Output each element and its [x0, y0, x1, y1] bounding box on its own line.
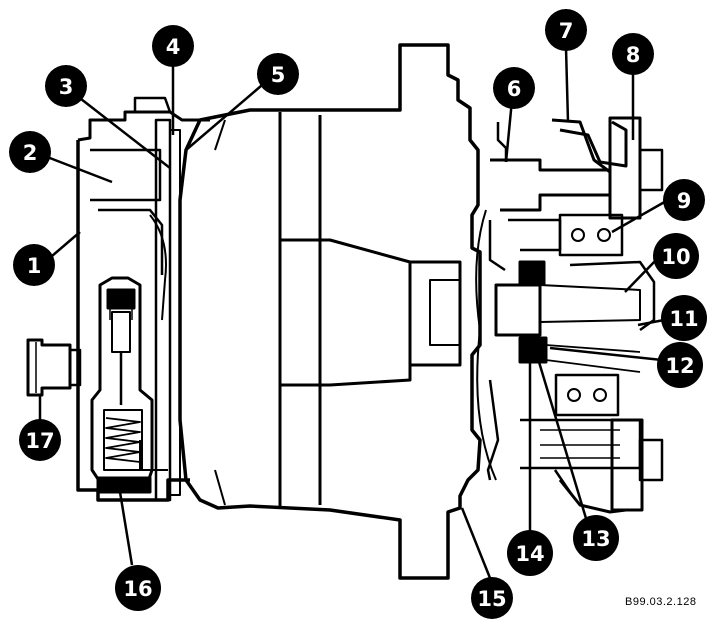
- valve-assembly: [90, 276, 154, 494]
- callout-13: 13: [573, 515, 619, 561]
- callout-1: 1: [13, 244, 55, 286]
- callout-6: 6: [493, 67, 535, 109]
- callout-15: 15: [471, 577, 513, 619]
- callout-4: 4: [152, 25, 194, 67]
- callout-4-label: 4: [166, 35, 181, 59]
- leader-16: [118, 491, 134, 566]
- hub-body: [178, 43, 482, 580]
- callout-2: 2: [9, 131, 51, 173]
- callout-8: 8: [612, 33, 654, 75]
- callout-3: 3: [45, 65, 87, 107]
- right-assembly: [475, 116, 664, 514]
- drain-plug: [26, 338, 82, 397]
- leader-10: [624, 257, 659, 293]
- leader-5: [185, 79, 269, 151]
- figure-reference-code: B99.03.2.128: [625, 596, 696, 608]
- leader-2: [41, 153, 113, 184]
- callouts: 1 2 3 4 5 6 7 8 9 10 11 12 13 14 15 16 1…: [9, 9, 707, 619]
- callout-10-label: 10: [661, 245, 690, 269]
- callout-10: 10: [653, 233, 699, 279]
- leader-11: [637, 318, 665, 327]
- callout-2-label: 2: [23, 141, 38, 165]
- leader-3: [71, 91, 171, 169]
- callout-15-label: 15: [477, 587, 506, 611]
- leader-6: [504, 99, 514, 163]
- leader-15: [460, 507, 492, 579]
- callout-16-label: 16: [123, 577, 152, 601]
- callout-13-label: 13: [581, 527, 610, 551]
- callout-7-label: 7: [559, 19, 574, 43]
- leader-9: [611, 198, 669, 234]
- callout-9: 9: [663, 179, 705, 221]
- callout-17-label: 17: [25, 429, 54, 453]
- callout-17: 17: [19, 419, 61, 461]
- leader-13: [534, 351, 590, 526]
- callout-9-label: 9: [677, 189, 692, 213]
- callout-5-label: 5: [271, 63, 286, 87]
- callout-1-label: 1: [27, 254, 42, 278]
- callout-12: 12: [657, 342, 703, 388]
- leader-lines: [38, 47, 669, 579]
- assembly-drawing: [26, 43, 664, 580]
- callout-6-label: 6: [507, 77, 522, 101]
- callout-11: 11: [661, 295, 707, 341]
- left-housing: [76, 96, 210, 502]
- callout-8-label: 8: [626, 43, 641, 67]
- leader-12: [549, 346, 663, 362]
- callout-11-label: 11: [669, 307, 698, 331]
- callout-7: 7: [545, 9, 587, 51]
- callout-14: 14: [507, 530, 553, 576]
- callout-5: 5: [257, 53, 299, 95]
- leader-7: [564, 47, 570, 123]
- callout-14-label: 14: [515, 542, 544, 566]
- callout-12-label: 12: [665, 354, 694, 378]
- callout-16: 16: [115, 565, 161, 611]
- callout-3-label: 3: [59, 75, 74, 99]
